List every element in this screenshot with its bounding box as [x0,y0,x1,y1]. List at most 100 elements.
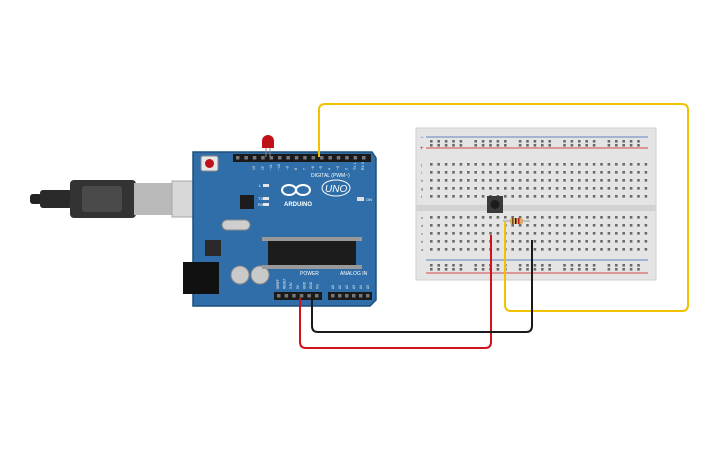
breadboard-hole[interactable] [585,224,588,227]
breadboard-hole[interactable] [459,144,463,147]
breadboard-hole[interactable] [629,240,633,243]
breadboard-hole[interactable] [467,216,470,219]
breadboard-hole[interactable] [430,216,433,219]
breadboard-hole[interactable] [474,268,477,271]
breadboard-hole[interactable] [615,248,618,251]
breadboard-hole[interactable] [430,171,433,174]
breadboard-hole[interactable] [570,171,574,174]
breadboard-hole[interactable] [622,195,625,198]
breadboard-hole[interactable] [622,240,625,243]
header-pin[interactable] [315,294,319,298]
breadboard-hole[interactable] [629,264,633,267]
breadboard-hole[interactable] [637,140,640,143]
breadboard-hole[interactable] [496,179,500,182]
breadboard-hole[interactable] [570,232,574,235]
breadboard-hole[interactable] [496,171,500,174]
breadboard-hole[interactable] [563,163,566,166]
breadboard-hole[interactable] [452,163,455,166]
breadboard-hole[interactable] [644,195,648,198]
resistor[interactable] [503,218,530,224]
breadboard-hole[interactable] [533,232,537,235]
breadboard-hole[interactable] [622,268,625,271]
breadboard-hole[interactable] [511,224,514,227]
breadboard-hole[interactable] [615,195,618,198]
breadboard-hole[interactable] [459,264,463,267]
header-pin[interactable] [338,294,342,298]
breadboard-hole[interactable] [637,248,640,251]
breadboard-hole[interactable] [504,216,507,219]
breadboard-hole[interactable] [430,195,433,198]
breadboard-hole[interactable] [496,268,500,271]
header-pin[interactable] [292,294,296,298]
breadboard-hole[interactable] [585,179,588,182]
breadboard-hole[interactable] [622,232,625,235]
breadboard-hole[interactable] [644,232,648,235]
breadboard-hole[interactable] [578,264,581,267]
breadboard-hole[interactable] [622,171,625,174]
breadboard-hole[interactable] [600,248,603,251]
breadboard-hole[interactable] [452,171,455,174]
breadboard-hole[interactable] [585,216,588,219]
breadboard-hole[interactable] [585,248,588,251]
breadboard-hole[interactable] [511,216,514,219]
header-pin[interactable] [328,156,332,160]
breadboard-hole[interactable] [444,268,448,271]
breadboard-hole[interactable] [489,187,492,190]
breadboard-hole[interactable] [437,195,440,198]
breadboard-hole[interactable] [637,179,640,182]
breadboard-hole[interactable] [504,144,507,147]
breadboard-hole[interactable] [496,187,500,190]
breadboard-hole[interactable] [481,232,485,235]
breadboard-hole[interactable] [578,187,581,190]
breadboard-hole[interactable] [533,171,537,174]
header-pin[interactable] [331,294,335,298]
breadboard-hole[interactable] [600,216,603,219]
breadboard-hole[interactable] [592,264,596,267]
breadboard-hole[interactable] [452,240,455,243]
breadboard-hole[interactable] [578,268,581,271]
breadboard-hole[interactable] [570,248,574,251]
breadboard-hole[interactable] [607,248,611,251]
breadboard-hole[interactable] [563,240,566,243]
breadboard-hole[interactable] [548,264,551,267]
breadboard-hole[interactable] [629,187,633,190]
breadboard-hole[interactable] [518,187,522,190]
breadboard-hole[interactable] [548,171,551,174]
breadboard-hole[interactable] [533,216,537,219]
breadboard-hole[interactable] [622,264,625,267]
breadboard-hole[interactable] [452,224,455,227]
breadboard-hole[interactable] [444,179,448,182]
breadboard-hole[interactable] [481,240,485,243]
breadboard-hole[interactable] [563,195,566,198]
breadboard-hole[interactable] [644,179,648,182]
breadboard-hole[interactable] [533,140,537,143]
breadboard-hole[interactable] [444,187,448,190]
breadboard-hole[interactable] [430,187,433,190]
breadboard-hole[interactable] [437,144,440,147]
breadboard-hole[interactable] [563,140,566,143]
breadboard-hole[interactable] [430,224,433,227]
breadboard-hole[interactable] [437,171,440,174]
breadboard-hole[interactable] [578,179,581,182]
breadboard-hole[interactable] [637,144,640,147]
header-pin[interactable] [336,156,341,160]
breadboard-hole[interactable] [489,171,492,174]
breadboard-hole[interactable] [437,264,440,267]
breadboard-hole[interactable] [622,224,625,227]
breadboard-hole[interactable] [459,195,463,198]
breadboard-hole[interactable] [541,195,544,198]
breadboard-hole[interactable] [444,144,448,147]
breadboard-hole[interactable] [526,187,529,190]
breadboard-hole[interactable] [452,195,455,198]
breadboard-hole[interactable] [585,144,588,147]
breadboard-hole[interactable] [585,163,588,166]
breadboard-hole[interactable] [541,171,544,174]
breadboard-hole[interactable] [511,232,514,235]
breadboard-hole[interactable] [548,240,551,243]
breadboard-hole[interactable] [637,187,640,190]
breadboard-hole[interactable] [541,224,544,227]
breadboard-hole[interactable] [607,240,611,243]
breadboard-hole[interactable] [585,195,588,198]
header-pin[interactable] [320,156,324,160]
